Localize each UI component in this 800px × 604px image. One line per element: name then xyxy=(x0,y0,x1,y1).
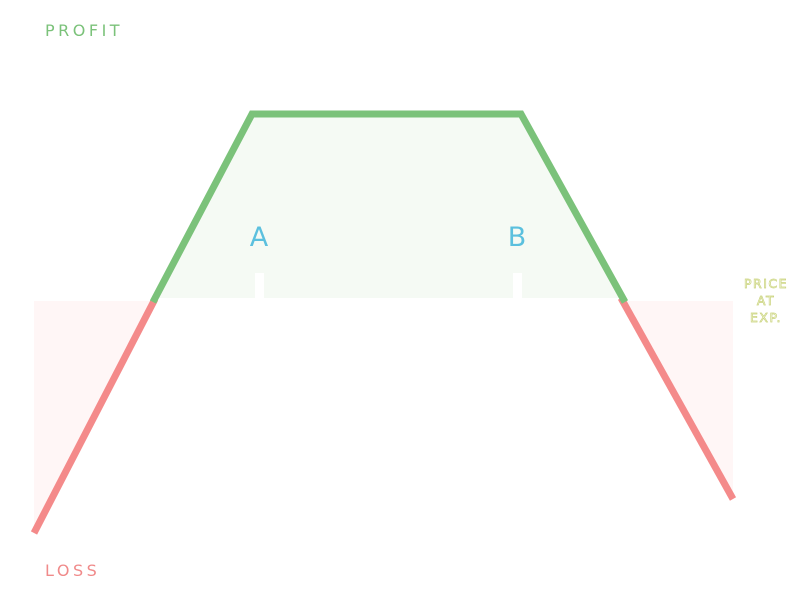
price-at-expiration-label: PRICE AT EXP. xyxy=(736,275,796,326)
strike-tick-b xyxy=(513,273,522,300)
payoff-line-profit xyxy=(149,110,629,304)
price-label-line-2: AT xyxy=(756,293,776,309)
profit-region xyxy=(153,114,623,298)
payoff-line-loss-right xyxy=(617,296,737,501)
strike-label-b: B xyxy=(508,222,527,253)
payoff-line-loss-left xyxy=(30,297,159,535)
profit-axis-label: PROFIT xyxy=(45,21,124,40)
strike-tick-a xyxy=(255,273,264,300)
price-label-line-3: EXP. xyxy=(749,310,783,326)
strike-label-a: A xyxy=(250,222,269,253)
loss-axis-label: LOSS xyxy=(45,561,101,580)
price-label-line-1: PRICE xyxy=(743,276,789,292)
